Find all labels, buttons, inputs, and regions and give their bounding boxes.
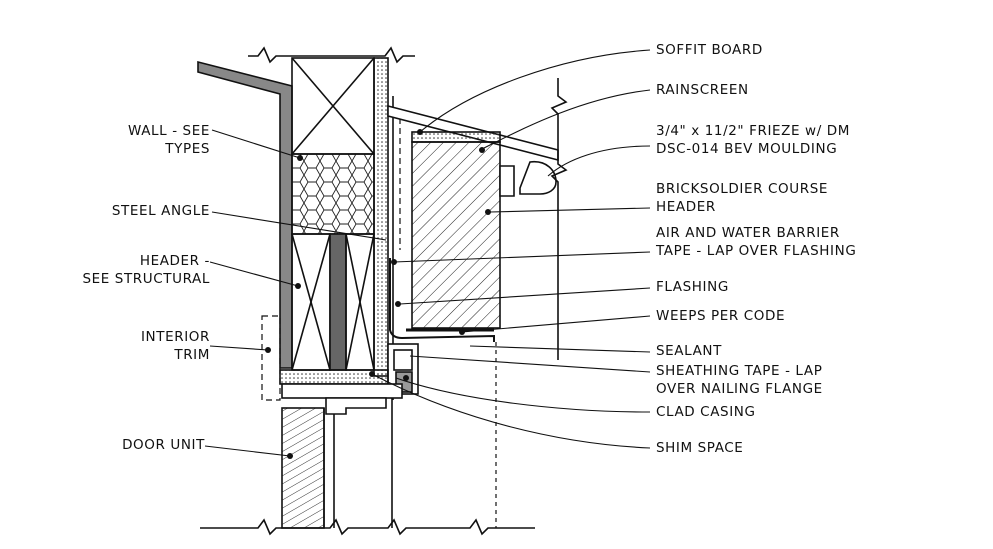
label-steel-angle: STEEL ANGLE	[111, 203, 210, 219]
label-interior-line2: TRIM	[174, 347, 210, 363]
label-weeps: WEEPS PER CODE	[656, 308, 786, 324]
label-door-unit: DOOR UNIT	[122, 437, 205, 453]
flashing	[389, 258, 495, 342]
label-brick-line1: BRICKSOLDIER COURSE	[656, 181, 829, 197]
label-frieze-line1: 3/4" x 11/2" FRIEZE w/ DM	[656, 123, 850, 139]
frieze	[411, 131, 501, 143]
insulation	[291, 153, 375, 235]
label-header-line1: HEADER -	[139, 253, 210, 269]
brick-soldier-course	[411, 141, 501, 329]
interior-drywall	[197, 60, 293, 369]
label-barrier-line2: TAPE - LAP OVER FLASHING	[656, 243, 857, 259]
label-frieze-line2: DSC-014 BEV MOULDING	[656, 141, 838, 157]
label-sheathing-line2: OVER NAILING FLANGE	[656, 381, 823, 397]
label-shim-space: SHIM SPACE	[656, 440, 744, 456]
moulding	[499, 165, 515, 197]
top-break-line	[248, 46, 415, 64]
label-soffit-board: SOFFIT BOARD	[656, 42, 763, 58]
label-wall-line1: WALL - SEE	[128, 123, 210, 139]
label-clad-casing: CLAD CASING	[656, 404, 756, 420]
interior-trim	[261, 315, 281, 401]
bottom-break-line	[200, 518, 535, 536]
right-break-line	[550, 78, 568, 360]
door-head-frame	[281, 383, 403, 399]
label-barrier-line1: AIR AND WATER BARRIER	[656, 225, 840, 241]
label-interior-line1: INTERIOR	[140, 329, 210, 345]
label-flashing: FLASHING	[656, 279, 729, 295]
header-block-mid	[329, 233, 347, 371]
label-sheathing-line1: SHEATHING TAPE - LAP	[656, 363, 823, 379]
label-header-line2: SEE STRUCTURAL	[82, 271, 210, 287]
sheathing	[373, 57, 389, 377]
door-unit	[281, 407, 325, 529]
label-wall-line2: TYPES	[165, 141, 210, 157]
label-brick-line2: HEADER	[656, 199, 716, 215]
label-sealant: SEALANT	[656, 343, 722, 359]
label-rainscreen: RAINSCREEN	[656, 82, 749, 98]
